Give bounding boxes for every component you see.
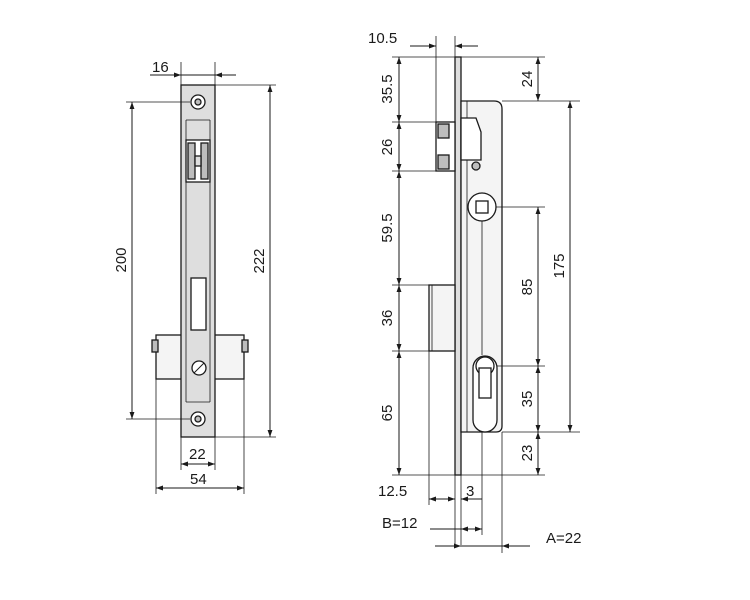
dim-backset-a: A=22 [546, 530, 581, 547]
dim-faceplate-width: 16 [152, 59, 169, 76]
dim-fixing-centers: 200 [113, 247, 130, 272]
dim-top-to-latch: 35.5 [379, 74, 396, 103]
dim-top-to-case: 24 [519, 71, 536, 88]
dim-faceplate-thickness: 10.5 [368, 30, 397, 47]
dim-case-bottom: 23 [519, 445, 536, 462]
bolt-slot [190, 277, 207, 331]
front-view: 16 200 222 22 54 [113, 59, 276, 494]
latch-opening [185, 139, 211, 183]
latch-bolt [435, 117, 482, 172]
dead-bolt [428, 284, 456, 352]
dim-latch-height: 26 [379, 139, 396, 156]
lock-case [460, 100, 503, 433]
dim-case-height: 175 [551, 253, 568, 278]
dim-bolt-throw: 12.5 [378, 483, 407, 500]
dim-follower-to-cylinder: 85 [519, 279, 536, 296]
dim-backset-b: B=12 [382, 515, 417, 532]
side-view: 10.5 35.5 26 59.5 36 65 24 175 85 [368, 30, 581, 553]
dim-overall-width: 54 [190, 471, 207, 488]
dim-cylinder-offset: 35 [519, 391, 536, 408]
case-body-left-lip [151, 339, 159, 353]
dim-faceplate-gap: 3 [466, 483, 474, 500]
dim-bolt-height: 36 [379, 310, 396, 327]
case-body-right-lip [241, 339, 249, 353]
side-faceplate [454, 56, 462, 476]
dim-case-width: 22 [189, 446, 206, 463]
dim-total-height: 222 [251, 248, 268, 273]
dim-bolt-to-bottom: 65 [379, 405, 396, 422]
dim-latch-to-bolt: 59.5 [379, 213, 396, 242]
